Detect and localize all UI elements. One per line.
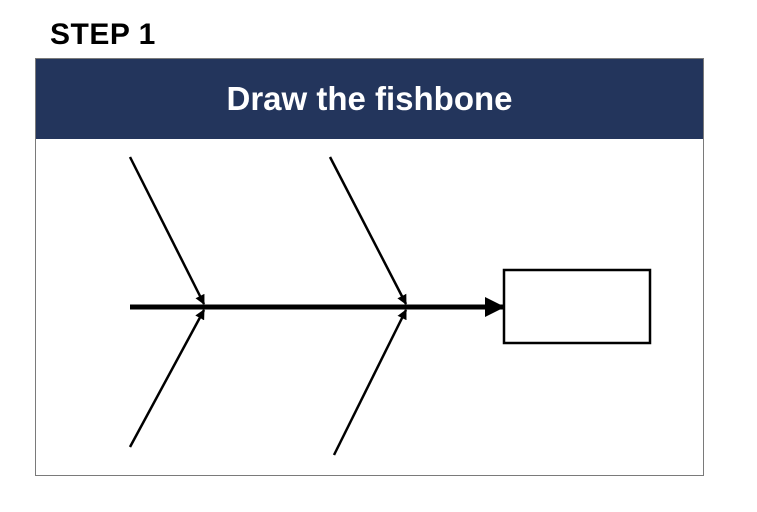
- bone-upper-left: [128, 156, 206, 305]
- fishbone-head-box: [502, 268, 652, 345]
- step-label: STEP 1: [50, 18, 156, 51]
- bone-upper-right: [328, 156, 408, 305]
- panel-header: Draw the fishbone: [36, 59, 703, 139]
- bone-lower-left: [128, 309, 206, 448]
- fishbone-panel: Draw the fishbone: [35, 58, 704, 476]
- bone-lower-right: [332, 309, 408, 456]
- panel-title: Draw the fishbone: [226, 80, 513, 117]
